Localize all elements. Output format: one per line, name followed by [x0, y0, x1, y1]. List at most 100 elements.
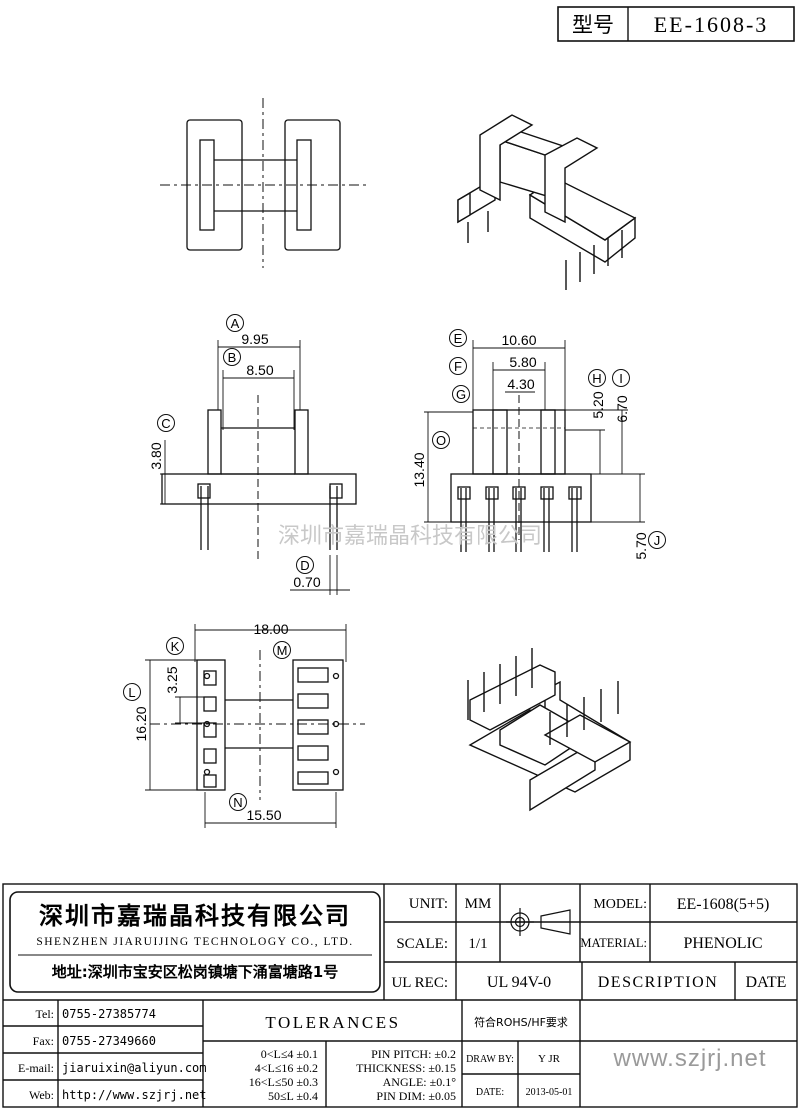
- svg-text:G: G: [456, 387, 466, 402]
- tolerance-row-3: 16<L≤50 ±0.3: [249, 1075, 318, 1089]
- svg-text:18.00: 18.00: [253, 621, 288, 637]
- ulrec-label: UL REC:: [391, 975, 448, 991]
- svg-text:10.60: 10.60: [501, 332, 536, 348]
- svg-text:E: E: [454, 331, 463, 346]
- model-label: MODEL:: [593, 897, 647, 912]
- top-view: [160, 98, 368, 268]
- website-watermark: www.szjrj.net: [612, 1045, 766, 1072]
- dim-A: A 9.95: [226, 314, 269, 347]
- date-label: DATE: [746, 974, 787, 991]
- date2-value: 2013-05-01: [526, 1087, 573, 1098]
- ulrec-value: UL 94V-0: [487, 974, 551, 991]
- model-value: EE-1608(5+5): [677, 896, 770, 913]
- scale-label: SCALE:: [396, 936, 448, 952]
- part-number-box: 型号 EE-1608-3: [557, 6, 795, 42]
- svg-text:D: D: [300, 558, 309, 573]
- svg-text:O: O: [436, 433, 446, 448]
- unit-value: MM: [465, 896, 492, 912]
- side-view-dimensions: [424, 340, 645, 523]
- company-address: 地址:深圳市宝安区松岗镇塘下涌富塘路1号: [52, 963, 338, 981]
- thickness: THICKNESS: ±0.15: [356, 1061, 456, 1075]
- dim-K: K 3.25: [164, 637, 184, 694]
- isometric-view-bottom: [467, 648, 632, 812]
- front-view-dimensions: [160, 340, 350, 595]
- dim-I: I 6.70: [612, 369, 630, 423]
- unit-label: UNIT:: [409, 896, 448, 912]
- dim-H: H 5.20: [588, 369, 606, 419]
- tolerance-row-2: 4<L≤16 ±0.2: [255, 1061, 318, 1075]
- email-value: jiaruixin@aliyun.com: [62, 1061, 207, 1075]
- tel-value: 0755-27385774: [62, 1007, 156, 1021]
- description-label: DESCRIPTION: [598, 974, 719, 991]
- svg-text:J: J: [654, 533, 661, 548]
- svg-text:I: I: [619, 371, 623, 386]
- tolerance-row-4: 50≤L ±0.4: [268, 1089, 318, 1103]
- svg-text:4.30: 4.30: [507, 376, 534, 392]
- svg-text:5.70: 5.70: [633, 532, 649, 559]
- dim-D: D 0.70: [293, 556, 321, 590]
- pin-pitch: PIN PITCH: ±0.2: [371, 1047, 456, 1061]
- svg-text:L: L: [128, 685, 135, 700]
- bottom-view-dimensions: [145, 624, 347, 828]
- svg-text:15.50: 15.50: [246, 807, 281, 823]
- title-block: [2, 883, 798, 1108]
- svg-text:3.25: 3.25: [164, 666, 180, 693]
- svg-text:13.40: 13.40: [411, 452, 427, 487]
- watermark: 深圳市嘉瑞晶科技有限公司: [278, 524, 542, 549]
- web-value: http://www.szjrj.net: [62, 1088, 207, 1102]
- svg-text:A: A: [231, 316, 240, 331]
- svg-text:C: C: [161, 416, 170, 431]
- rohs-note: 符合ROHS/HF要求: [474, 1015, 568, 1029]
- svg-text:5.20: 5.20: [590, 391, 606, 418]
- dim-J: J 5.70: [633, 531, 666, 560]
- dim-B: B 8.50: [223, 348, 274, 378]
- svg-text:9.95: 9.95: [241, 331, 268, 347]
- model-label: 型号: [572, 13, 614, 37]
- drawby-label: DRAW BY:: [466, 1054, 514, 1065]
- tolerance-row-1: 0<L≤4 ±0.1: [261, 1047, 318, 1061]
- front-view: [161, 395, 357, 560]
- pin-dim: PIN DIM: ±0.05: [376, 1089, 456, 1103]
- dim-C: C 3.80: [148, 414, 175, 470]
- dim-F: F 5.80: [449, 354, 537, 375]
- date2-label: DATE:: [476, 1087, 504, 1098]
- material-value: PHENOLIC: [683, 935, 762, 952]
- dim-G: G 4.30: [452, 376, 535, 403]
- dim-N: N 15.50: [229, 793, 282, 823]
- projection-symbol-icon: [506, 908, 571, 936]
- svg-text:3.80: 3.80: [148, 442, 164, 469]
- svg-text:H: H: [592, 371, 601, 386]
- angle: ANGLE: ±0.1°: [383, 1075, 457, 1089]
- company-box: 深圳市嘉瑞晶科技有限公司 SHENZHEN JIARUIJING TECHNOL…: [9, 891, 381, 993]
- fax-value: 0755-27349660: [62, 1034, 156, 1048]
- svg-text:B: B: [228, 350, 237, 365]
- bottom-view: [150, 650, 365, 800]
- material-label: MATERIAL:: [580, 936, 647, 950]
- part-number: EE-1608-3: [654, 12, 769, 37]
- svg-text:8.50: 8.50: [246, 362, 273, 378]
- isometric-view-top: [457, 114, 637, 290]
- company-name-cn: 深圳市嘉瑞晶科技有限公司: [39, 902, 351, 930]
- scale-value: 1/1: [468, 936, 487, 952]
- tel-label: Tel:: [36, 1007, 55, 1021]
- svg-text:5.80: 5.80: [509, 354, 536, 370]
- svg-text:K: K: [171, 639, 180, 654]
- svg-text:6.70: 6.70: [614, 395, 630, 422]
- drawby-value: Y JR: [538, 1053, 561, 1065]
- web-label: Web:: [29, 1088, 54, 1102]
- svg-text:16.20: 16.20: [133, 706, 149, 741]
- email-label: E-mail:: [18, 1061, 54, 1075]
- svg-text:0.70: 0.70: [293, 574, 320, 590]
- tolerances-title: TOLERANCES: [265, 1013, 400, 1032]
- svg-text:M: M: [277, 643, 288, 658]
- dim-O: O 13.40: [411, 431, 450, 488]
- dim-E: E 10.60: [449, 329, 537, 348]
- side-view: [450, 395, 592, 552]
- company-name-en: SHENZHEN JIARUIJING TECHNOLOGY CO., LTD.: [36, 936, 353, 948]
- dim-L: L 16.20: [123, 683, 149, 742]
- dim-M: 18.00 M: [253, 621, 291, 659]
- svg-text:N: N: [233, 795, 242, 810]
- fax-label: Fax:: [33, 1034, 54, 1048]
- svg-text:F: F: [454, 359, 462, 374]
